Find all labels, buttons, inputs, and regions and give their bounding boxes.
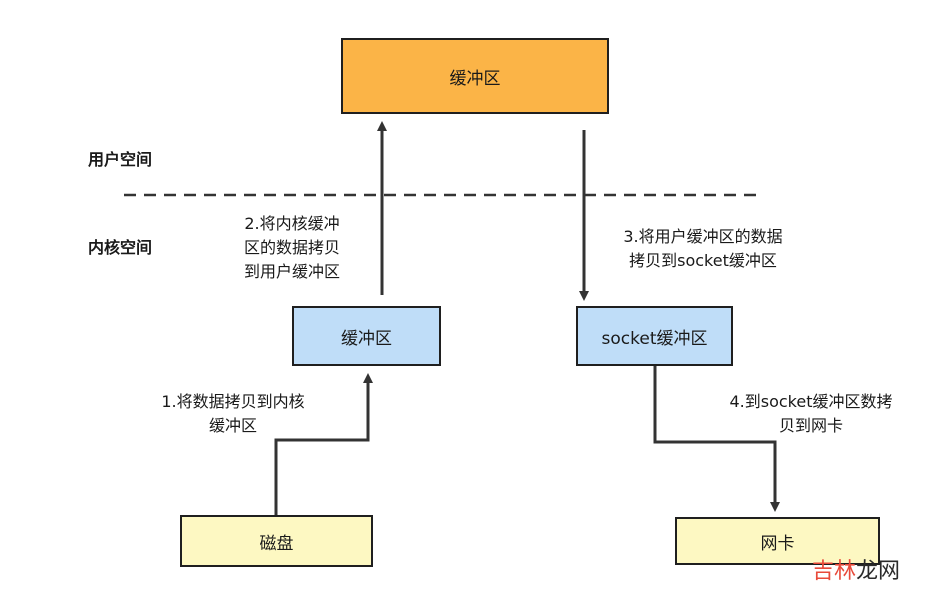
step-2-line: 到用户缓冲区 [243,262,340,281]
step-4-label: 4.到socket缓冲区数拷 贝到网卡 [706,390,916,438]
arrow-socket-to-nic [653,366,780,512]
user-buffer-node: 缓冲区 [341,38,609,114]
step-4-line: 贝到网卡 [778,416,843,435]
step-3-line: 3.将用户缓冲区的数据 [623,227,783,246]
nic-label: 网卡 [760,533,795,554]
user-space-label: 用户空间 [88,150,153,169]
socket-buffer-node: socket缓冲区 [576,306,733,366]
step-3-label: 3.将用户缓冲区的数据 拷贝到socket缓冲区 [598,225,808,273]
user-buffer-label: 缓冲区 [449,68,501,89]
watermark-part-2: 龙网 [856,559,901,584]
arrow-disk-to-kernel [274,373,373,515]
nic-node: 网卡 [675,517,880,565]
kernel-space-label: 内核空间 [88,238,153,257]
step-1-label: 1.将数据拷贝到内核 缓冲区 [138,390,328,438]
step-1-line: 1.将数据拷贝到内核 [161,392,305,411]
step-1-line: 缓冲区 [208,416,257,435]
watermark-part-1: 吉林 [812,559,857,584]
step-4-line: 4.到socket缓冲区数拷 [729,392,893,411]
step-2-label: 2.将内核缓冲 区的数据拷贝 到用户缓冲区 [222,212,362,284]
disk-label: 磁盘 [259,533,294,554]
socket-buffer-label: socket缓冲区 [601,328,708,349]
watermark: 吉林龙网 [812,553,900,585]
kernel-buffer-node: 缓冲区 [292,306,441,366]
kernel-buffer-label: 缓冲区 [341,328,392,349]
disk-node: 磁盘 [180,515,373,567]
step-2-line: 区的数据拷贝 [243,238,340,257]
step-2-line: 2.将内核缓冲 [244,214,340,233]
step-3-line: 拷贝到socket缓冲区 [629,251,777,270]
